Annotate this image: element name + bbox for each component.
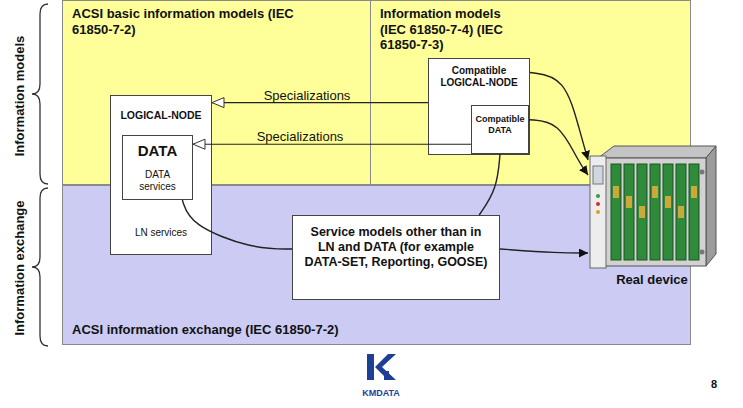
node-heading: Compatible LOGICAL-NODE	[434, 65, 524, 88]
logo-mark	[367, 354, 374, 380]
node-text: LN services	[111, 227, 211, 239]
logo-text: KMDATA	[362, 388, 400, 399]
chip	[639, 206, 645, 218]
node-heading: Real device	[588, 272, 716, 288]
circuit-card	[676, 164, 686, 260]
logo-mark	[384, 371, 389, 380]
screw	[700, 170, 705, 175]
node-heading: LOGICAL-NODE	[111, 109, 211, 121]
led	[596, 210, 600, 214]
chip	[665, 196, 671, 208]
front-module	[590, 156, 606, 268]
page-number: 8	[711, 378, 717, 391]
connector	[500, 249, 588, 253]
chip	[691, 186, 697, 198]
connector	[193, 144, 471, 145]
connector	[529, 120, 588, 175]
edge-label: Specializations	[264, 89, 351, 103]
service-box: Service models other than in LN and DATA…	[292, 215, 500, 300]
node-heading: ACSI basic information models (IEC 61850…	[72, 6, 307, 37]
circuit-card	[624, 164, 634, 260]
node-heading: Information models (IEC 61850-7-4) (IEC …	[380, 6, 515, 53]
edge-label: Specializations	[257, 130, 344, 144]
connector	[212, 102, 428, 103]
circuit-card	[637, 164, 647, 260]
node-heading: ACSI information exchange (IEC 61850-7-2…	[72, 322, 690, 338]
node-heading: Service models other than in LN and DATA…	[301, 225, 491, 270]
node-heading: Compatible DATA	[474, 114, 526, 136]
circuit-card	[689, 164, 699, 260]
led	[596, 194, 600, 198]
axis-label: Information models	[12, 36, 27, 157]
rack-body	[598, 158, 706, 266]
chip	[652, 186, 658, 198]
logo-mark	[367, 354, 396, 380]
chip	[613, 186, 619, 198]
bracket	[32, 188, 48, 346]
connector	[530, 73, 588, 160]
data-box: Compatible DATA	[471, 105, 529, 154]
chip	[678, 206, 684, 218]
real-device-illustration	[590, 146, 716, 268]
node-heading: DATA	[123, 142, 192, 159]
connector	[479, 154, 500, 215]
screw	[700, 250, 705, 255]
rack-top	[598, 146, 716, 158]
rack-cards	[611, 164, 699, 260]
circuit-card	[650, 164, 660, 260]
connector	[182, 200, 292, 249]
led	[596, 202, 600, 206]
data-box: DATA DATA services	[122, 135, 193, 200]
display	[593, 166, 603, 184]
circuit-card	[611, 164, 621, 260]
bracket	[32, 4, 48, 184]
chip	[626, 196, 632, 208]
axis-label: Information exchange	[12, 200, 27, 335]
rack-side	[706, 146, 716, 266]
node-text: DATA services	[132, 169, 184, 192]
logo-mark	[375, 354, 396, 380]
logical-node-box: Compatible LOGICAL-NODE Compatible DATA	[428, 58, 530, 155]
circuit-card	[663, 164, 673, 260]
logical-node-box: LOGICAL-NODE LN services DATA DATA services	[110, 95, 212, 255]
